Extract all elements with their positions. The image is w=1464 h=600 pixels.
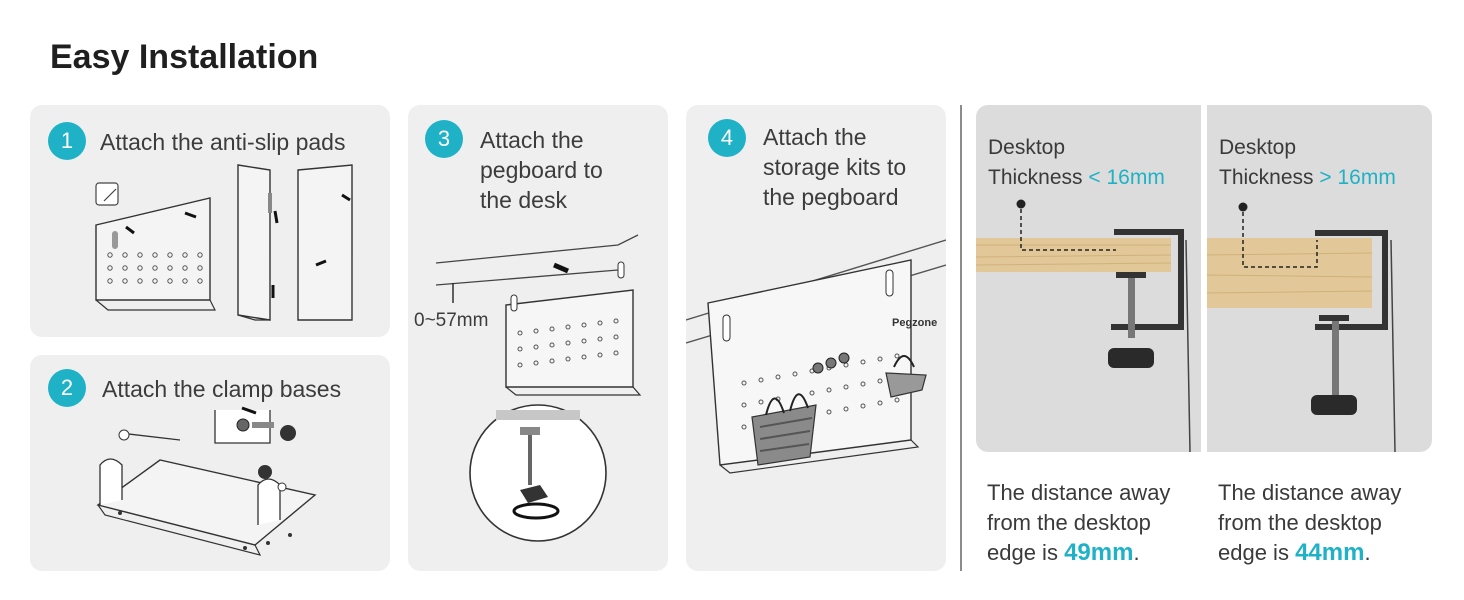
step-1-card: 1 Attach the anti-slip pads: [30, 105, 390, 337]
pegboard-to-desk-illustration: [435, 234, 642, 542]
brand-mark: Pegzone: [892, 317, 938, 329]
step-1-text: Attach the anti-slip pads: [100, 129, 346, 155]
thickness-large-photo: Desktop Thickness > 16mm: [1207, 105, 1432, 452]
clamp-thick-desk-illustration: [1207, 202, 1396, 452]
step-3-line-3: the desk: [480, 187, 567, 213]
thickness-small-value: < 16mm: [1088, 166, 1165, 189]
step-2-card: 2 Attach the clamp bases: [30, 355, 390, 571]
section-divider: [960, 105, 962, 571]
clamp-range-label: 0~57mm: [414, 310, 489, 331]
step-4-line-2: storage kits to: [763, 154, 907, 180]
thickness-large-desc-line-3: edge is: [1218, 540, 1289, 565]
step-1-badge: 1: [48, 122, 86, 160]
step-2-text: Attach the clamp bases: [102, 376, 342, 402]
step-3-card: 3 Attach the pegboard to the desk 0~57mm: [408, 105, 668, 571]
step-3-line-2: pegboard to: [480, 157, 603, 183]
thickness-large-distance: 44mm: [1295, 539, 1365, 566]
thickness-large-period: .: [1364, 540, 1371, 565]
thickness-large-description: The distance away from the desktop edge …: [1218, 478, 1438, 568]
anti-slip-pads-illustration: [95, 164, 353, 321]
thickness-small-label: Desktop Thickness < 16mm: [988, 133, 1165, 193]
clamp-thin-desk-illustration: [976, 199, 1191, 452]
thickness-small-desc-line-3: edge is: [987, 540, 1058, 565]
thickness-small-period: .: [1133, 540, 1140, 565]
thickness-small-desc-line-1: The distance away: [987, 480, 1171, 505]
step-4-line-3: the pegboard: [763, 184, 899, 210]
step-4-badge: 4: [708, 119, 746, 157]
thickness-small-photo: Desktop Thickness < 16mm: [976, 105, 1201, 452]
thickness-large-desc-line-2: from the desktop: [1218, 510, 1382, 535]
thickness-small-line-1: Desktop: [988, 136, 1066, 159]
page-title: Easy Installation: [50, 38, 319, 76]
step-4-card: 4 Attach the storage kits to the pegboar…: [686, 105, 946, 571]
step-3-line-1: Attach the: [480, 127, 584, 153]
storage-kits-illustration: [686, 239, 946, 474]
step-3-badge: 3: [425, 120, 463, 158]
thickness-small-description: The distance away from the desktop edge …: [987, 478, 1207, 568]
thickness-small-desc-line-2: from the desktop: [987, 510, 1151, 535]
thickness-large-desc-line-1: The distance away: [1218, 480, 1402, 505]
step-4-line-1: Attach the: [763, 124, 867, 150]
thickness-large-line-2: Thickness: [1219, 166, 1314, 189]
thickness-large-value: > 16mm: [1319, 166, 1396, 189]
thickness-large-label: Desktop Thickness > 16mm: [1219, 133, 1396, 193]
thickness-small-line-2: Thickness: [988, 166, 1083, 189]
thickness-large-line-1: Desktop: [1219, 136, 1297, 159]
thickness-small-distance: 49mm: [1064, 539, 1134, 566]
step-2-badge: 2: [48, 369, 86, 407]
clamp-bases-illustration: [96, 406, 317, 556]
